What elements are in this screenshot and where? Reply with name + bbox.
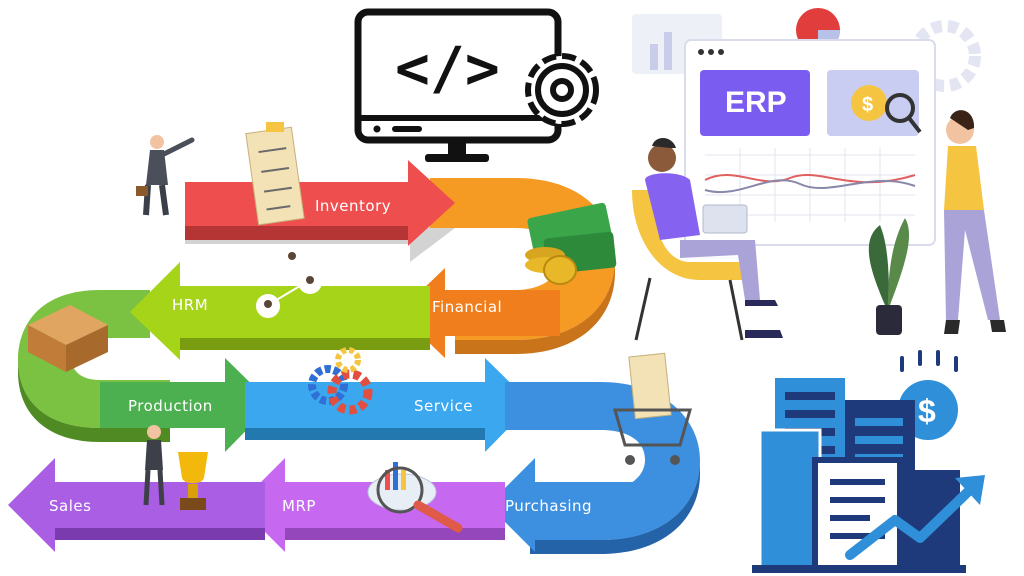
trophy-icon [178, 452, 208, 510]
financial-label: Financial [432, 298, 502, 316]
bg-gear-icon [909, 20, 981, 92]
business-growth-icon: $ [752, 350, 985, 573]
erp-panel [700, 70, 810, 136]
building-dollar: $ [918, 393, 936, 429]
inventory-label: Inventory [315, 197, 391, 215]
shopping-cart-icon [613, 352, 692, 465]
sales-label: Sales [49, 497, 91, 515]
mrp-arrow [238, 458, 505, 552]
code-symbol: </> [395, 34, 500, 102]
financial-arrow [398, 268, 560, 358]
erp-title: ERP [725, 86, 787, 119]
service-arrow [245, 358, 532, 452]
hrm-arrow [130, 262, 430, 360]
service-label: Service [414, 397, 473, 415]
businessman-figure [136, 135, 195, 216]
sales-arrow [8, 458, 265, 552]
settings-gear-icon [525, 53, 599, 127]
magnifier-icon [885, 93, 915, 123]
production-arrow [100, 358, 272, 452]
erp-module-road: Inventory Financial HRM Production Servi… [8, 160, 700, 554]
production-label: Production [128, 397, 213, 415]
businesswoman-figure [143, 425, 165, 506]
hrm-label: HRM [172, 296, 208, 314]
purchasing-label: Purchasing [505, 497, 592, 515]
purchasing-arrow [488, 458, 640, 552]
boxes-icon [28, 305, 108, 372]
org-chart-icon [256, 246, 322, 318]
gears-icon [308, 347, 373, 415]
erp-dashboard-scene: ERP $ [632, 8, 1006, 341]
report-magnifier-icon [367, 462, 463, 533]
inventory-arrow [185, 160, 455, 246]
erp-dollar: $ [862, 94, 873, 116]
money-stack-icon [525, 202, 617, 285]
clipboard-icon [245, 122, 305, 226]
code-monitor-icon: </> [354, 8, 562, 162]
mrp-label: MRP [282, 497, 316, 515]
